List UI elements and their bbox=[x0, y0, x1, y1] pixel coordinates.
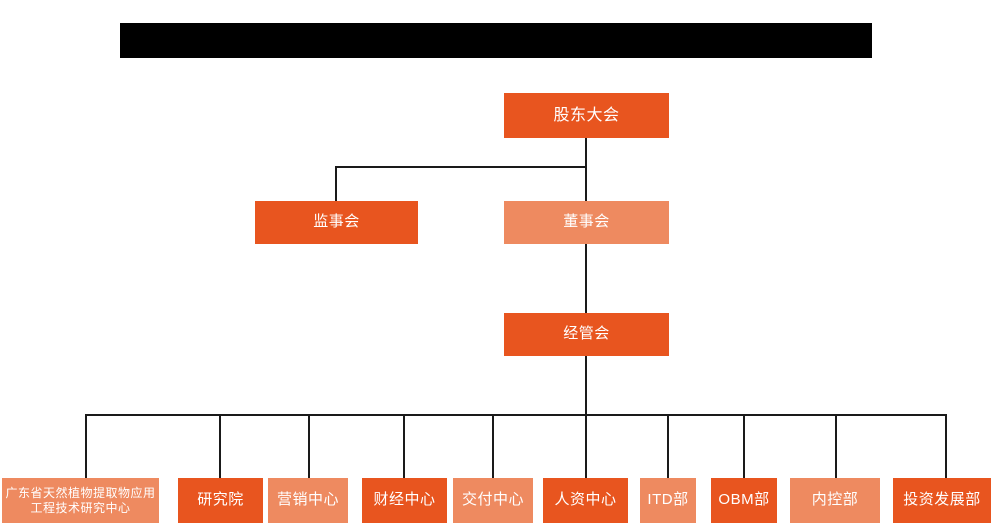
org-node-directors[interactable]: 董事会 bbox=[504, 201, 669, 244]
org-node-label: 投资发展部 bbox=[903, 491, 981, 509]
org-node-label: ITD部 bbox=[647, 491, 689, 509]
org-node-label: 营销中心 bbox=[276, 491, 339, 509]
org-node-label: 交付中心 bbox=[461, 491, 524, 509]
org-node-research-center[interactable]: 广东省天然植物提取物应用工程技术研究中心 bbox=[2, 478, 159, 523]
org-node-marketing-center[interactable]: 营销中心 bbox=[268, 478, 348, 523]
org-node-obm-dept[interactable]: OBM部 bbox=[711, 478, 777, 523]
connector-drop-itd-dept bbox=[667, 414, 669, 478]
connector-management-down bbox=[585, 356, 587, 415]
org-node-label: 董事会 bbox=[563, 213, 610, 231]
connector-drop-research-center bbox=[85, 414, 87, 478]
org-node-delivery-center[interactable]: 交付中心 bbox=[453, 478, 533, 523]
connector-to-supervisors bbox=[335, 166, 337, 201]
org-node-internal-control-dept[interactable]: 内控部 bbox=[790, 478, 880, 523]
connector-directors-to-management bbox=[585, 244, 587, 313]
connector-shareholders-down bbox=[585, 138, 587, 166]
org-node-label: 经管会 bbox=[563, 325, 610, 343]
org-node-label: 广东省天然植物提取物应用工程技术研究中心 bbox=[5, 485, 156, 515]
org-node-shareholders[interactable]: 股东大会 bbox=[504, 93, 669, 138]
org-node-supervisors[interactable]: 监事会 bbox=[255, 201, 418, 244]
org-node-investment-dev-dept[interactable]: 投资发展部 bbox=[893, 478, 991, 523]
org-node-label: 人资中心 bbox=[554, 491, 617, 509]
connector-drop-delivery-center bbox=[492, 414, 494, 478]
connector-drop-finance-center bbox=[403, 414, 405, 478]
redacted-title-bar bbox=[120, 23, 872, 58]
org-node-management[interactable]: 经管会 bbox=[504, 313, 669, 356]
org-node-label: OBM部 bbox=[718, 491, 770, 509]
connector-drop-institute bbox=[219, 414, 221, 478]
org-node-label: 财经中心 bbox=[373, 491, 436, 509]
connector-drop-obm-dept bbox=[743, 414, 745, 478]
org-node-finance-center[interactable]: 财经中心 bbox=[362, 478, 447, 523]
org-node-label: 研究院 bbox=[197, 491, 244, 509]
connector-level4-bus bbox=[85, 414, 946, 416]
org-node-hr-center[interactable]: 人资中心 bbox=[543, 478, 628, 523]
connector-to-directors bbox=[585, 166, 587, 201]
connector-drop-investment-dev-dept bbox=[945, 414, 947, 478]
connector-drop-internal-control-dept bbox=[835, 414, 837, 478]
org-node-label: 股东大会 bbox=[553, 106, 620, 124]
org-node-label: 监事会 bbox=[313, 213, 360, 231]
org-node-itd-dept[interactable]: ITD部 bbox=[640, 478, 696, 523]
connector-drop-marketing-center bbox=[308, 414, 310, 478]
connector-level2-bus bbox=[336, 166, 587, 168]
org-node-institute[interactable]: 研究院 bbox=[178, 478, 263, 523]
org-node-label: 内控部 bbox=[811, 491, 859, 509]
connector-drop-hr-center bbox=[585, 414, 587, 478]
